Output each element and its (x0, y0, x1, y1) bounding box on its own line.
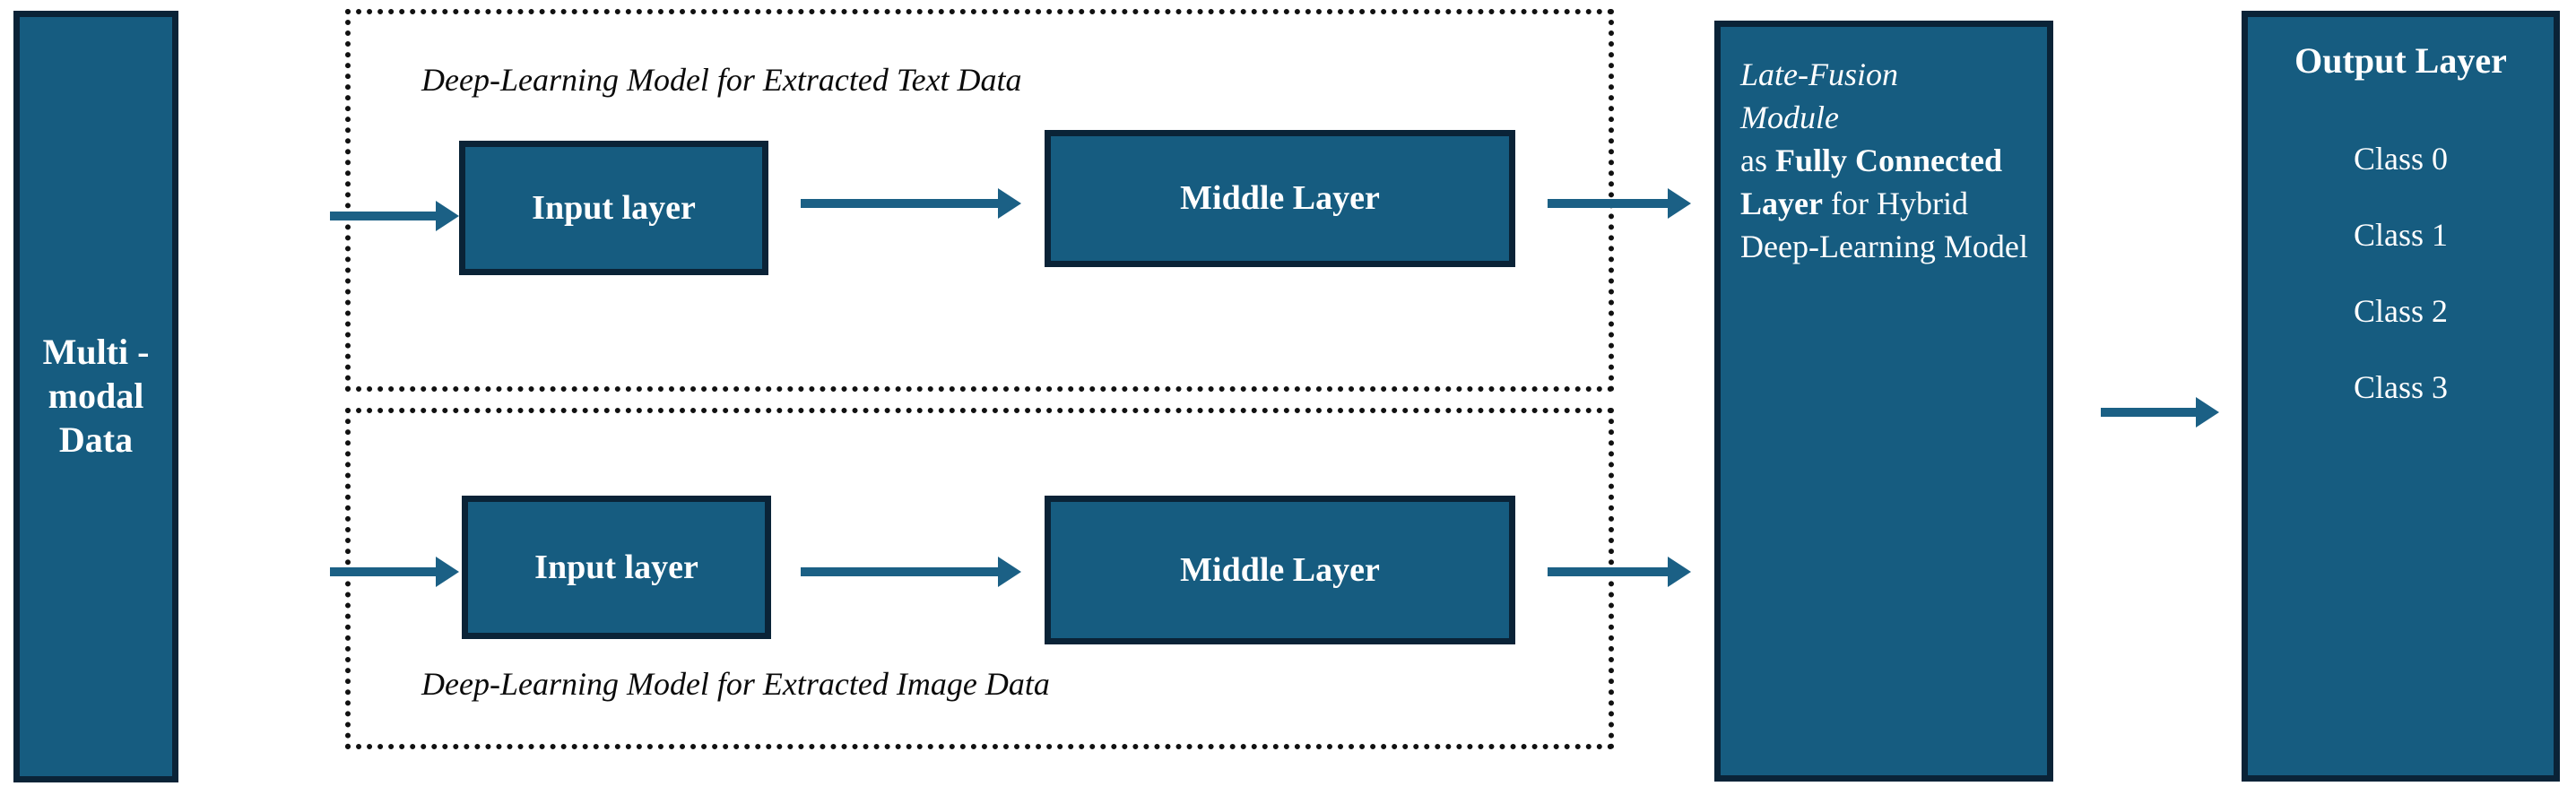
arrow-text-input-to-text-middle (801, 188, 1021, 219)
arrow-multimodal-to-image-input (330, 557, 459, 587)
node-input-layer-text-label: Input layer (532, 188, 696, 227)
group-label-image-branch: Deep-Learning Model for Extracted Image … (421, 666, 1050, 702)
fusion-connector-for: for (1822, 185, 1877, 221)
fusion-bold-part: Fully Connected Layer (1740, 142, 2003, 221)
node-late-fusion-module: Late-Fusion Module as Fully Connected La… (1714, 21, 2053, 782)
arrow-multimodal-to-text-input (330, 201, 459, 231)
node-input-layer-image-label: Input layer (534, 548, 698, 586)
node-output-layer-text: Output Layer Class 0 Class 1 Class 2 Cla… (2248, 17, 2554, 444)
output-class-1: Class 1 (2353, 217, 2448, 253)
output-class-2: Class 2 (2353, 293, 2448, 329)
node-input-layer-text: Input layer (459, 141, 768, 275)
node-late-fusion-module-text: Late-Fusion Module as Fully Connected La… (1721, 27, 2047, 268)
node-middle-layer-text: Middle Layer (1045, 130, 1515, 267)
node-middle-layer-text-label: Middle Layer (1180, 179, 1380, 218)
fusion-connector-as: as (1740, 142, 1775, 178)
output-class-0: Class 0 (2353, 141, 2448, 177)
output-class-3: Class 3 (2353, 369, 2448, 405)
group-frame-image-branch (345, 408, 1614, 749)
group-label-text-branch: Deep-Learning Model for Extracted Text D… (421, 62, 1022, 98)
arrow-image-input-to-image-middle (801, 557, 1021, 587)
node-output-layer: Output Layer Class 0 Class 1 Class 2 Cla… (2242, 11, 2560, 782)
arrow-fusion-to-output (2101, 397, 2219, 428)
node-middle-layer-image-label: Middle Layer (1180, 550, 1380, 589)
output-layer-title: Output Layer (2294, 40, 2507, 81)
fusion-title-line1: Late-Fusion (1740, 56, 1898, 92)
arrow-text-middle-to-fusion (1548, 188, 1691, 219)
fusion-title-line2: Module (1740, 99, 1839, 135)
fusion-tail: Hybrid Deep-Learning Model (1740, 185, 2028, 264)
node-middle-layer-image: Middle Layer (1045, 496, 1515, 644)
node-input-layer-image: Input layer (462, 496, 771, 639)
arrow-image-middle-to-fusion (1548, 557, 1691, 587)
